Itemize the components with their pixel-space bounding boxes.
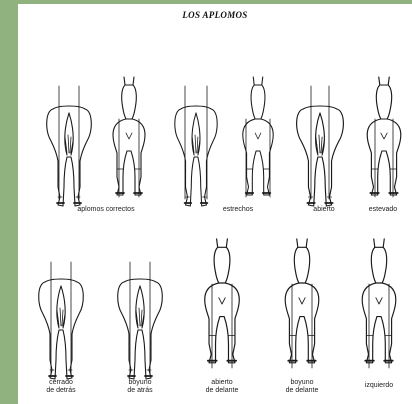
diagram-sheet: LOS APLOMOS	[18, 4, 412, 404]
fig-front-cowhocked	[285, 239, 319, 368]
fig-front-open	[367, 77, 401, 197]
caption-cerrado-de-detras: cerrado de detrás	[31, 379, 91, 395]
fig-front-open-2	[205, 239, 240, 368]
caption-aplomos-correctos: aplomos correctos	[46, 206, 166, 214]
fig-rear-closed	[39, 262, 84, 379]
caption-abierto-de-delante: abierto de delante	[192, 379, 252, 395]
fig-front-correct	[113, 77, 145, 197]
caption-boyuno-de-delante: boyuno de delante	[272, 379, 332, 395]
fig-front-left	[362, 239, 396, 368]
fig-rear-narrow	[175, 86, 217, 206]
horse-stance-diagram	[18, 4, 412, 404]
fig-rear-open	[297, 86, 344, 206]
caption-estevado: estevado	[354, 206, 412, 214]
caption-izquierdo: izquierdo	[349, 382, 409, 390]
caption-estrechos: estrechos	[198, 206, 278, 214]
fig-front-narrow	[243, 77, 273, 197]
caption-abierto: abierto	[296, 206, 352, 214]
fig-rear-correct	[47, 86, 92, 206]
caption-boyuno-de-atras: boyuno de atrás	[110, 379, 170, 395]
fig-rear-cowhocked	[118, 262, 163, 379]
